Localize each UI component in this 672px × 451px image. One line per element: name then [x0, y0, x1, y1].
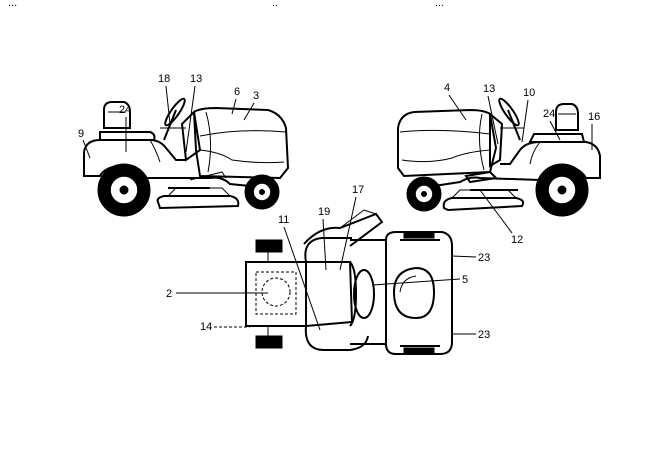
- callout-11-top: 11: [278, 214, 289, 226]
- callout-18-left: 18: [158, 73, 170, 85]
- header-fragment-right: ...: [435, 0, 444, 9]
- callout-23-top-upper: 23: [478, 252, 490, 264]
- callout-24-left: 24: [119, 104, 131, 116]
- callout-12-right: 12: [511, 234, 523, 246]
- callout-6-left: 6: [234, 86, 240, 98]
- header-fragment-left: ...: [8, 0, 17, 9]
- left-view-callouts: 18 13 6 3 24 9: [78, 73, 259, 159]
- callout-4-right: 4: [444, 82, 450, 94]
- top-view-callouts: 17 11 19 2 14 5 23 23: [166, 184, 490, 341]
- callout-3-left: 3: [253, 90, 259, 102]
- right-side-view: [397, 97, 601, 217]
- right-view-callouts: 4 13 10 24 16 12: [444, 82, 600, 246]
- top-view: [245, 209, 453, 355]
- callout-5-top: 5: [462, 274, 468, 286]
- callout-10-right: 10: [523, 87, 535, 99]
- callout-13-right: 13: [483, 83, 495, 95]
- callout-16-right: 16: [588, 111, 600, 123]
- callout-17-top: 17: [352, 184, 364, 196]
- left-side-view: [83, 97, 290, 217]
- callout-14-top: 14: [200, 321, 212, 333]
- header-fragment-center: ..: [272, 0, 278, 9]
- callout-9-left: 9: [78, 128, 84, 140]
- callout-23-top-lower: 23: [478, 329, 490, 341]
- callout-24-right: 24: [543, 108, 555, 120]
- callout-19-top: 19: [318, 206, 330, 218]
- callout-2-top: 2: [166, 288, 172, 300]
- callout-13-left: 13: [190, 73, 202, 85]
